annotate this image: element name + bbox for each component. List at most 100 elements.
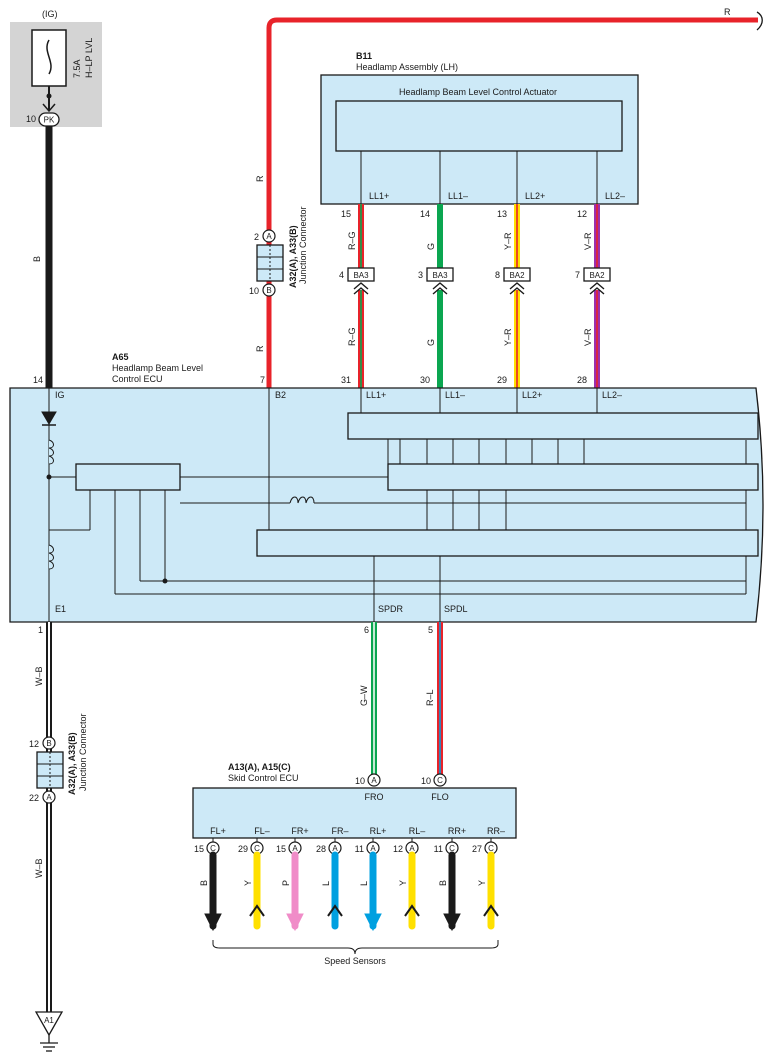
sensor-wire-color: Y — [243, 880, 253, 886]
a65-pin-ig: 14 — [33, 375, 43, 385]
fuse-pin: 10 — [26, 114, 36, 124]
b11-term-name: LL1– — [448, 191, 468, 201]
ba-connector-pin: 8 — [495, 270, 500, 280]
b11-term-name: LL2– — [605, 191, 625, 201]
skid-control-ecu: A13(A), A15(C) Skid Control ECU 10 A FRO… — [192, 762, 517, 839]
b11-term-name: LL1+ — [369, 191, 389, 201]
skid-term-name: RL+ — [370, 826, 387, 836]
b11-wire-color-upper: R–G — [347, 231, 357, 250]
skid-term-name: FL+ — [210, 826, 226, 836]
b11-terminals: LL1+15R–GR–GBA3431LL1–14GGBA3330LL2+13Y–… — [339, 151, 625, 388]
a65-id: A65 — [112, 352, 129, 362]
skid-pin: 15 — [276, 844, 286, 854]
red-power-wire: R — [266, 7, 763, 388]
b11-wire-color-lower: G — [426, 339, 436, 346]
jc-top-wire-above: R — [255, 175, 265, 182]
sensor-wire-color: L — [321, 881, 331, 886]
a65-name2: Control ECU — [112, 374, 163, 384]
b11-wire-color-lower: Y–R — [503, 328, 513, 346]
chevron-up-icon — [249, 904, 265, 917]
connector-chevron-icon — [353, 282, 369, 295]
skid-top-pin-0: 10 — [355, 776, 365, 786]
ba-connector — [583, 267, 611, 282]
a65-term-spdr: SPDR — [378, 604, 404, 614]
skid-pin-letter: A — [409, 844, 415, 853]
b11-wire-color-upper: V–R — [583, 232, 593, 250]
fuse-name: H–LP LVL — [84, 38, 94, 78]
a65-pin-spdr: 6 — [364, 625, 369, 635]
jc-top-letter-b: B — [266, 286, 271, 295]
a65-ll-term: LL1– — [445, 390, 465, 400]
b11-term-pin: 15 — [341, 209, 351, 219]
sensor-wire-color: B — [199, 880, 209, 886]
ecu-internal-circuit — [41, 388, 759, 622]
speed-sensors-bracket: Speed Sensors — [212, 940, 499, 966]
jc-bottom-letter-a: B — [46, 739, 51, 748]
skid-term-name: FR+ — [291, 826, 308, 836]
b11-term-name: LL2+ — [525, 191, 545, 201]
b11-term-pin: 12 — [577, 209, 587, 219]
b11-id: B11 — [356, 51, 372, 61]
b11-wire-color-lower: R–G — [347, 327, 357, 346]
chevron-up-icon — [327, 904, 343, 917]
skid-pin-letter: A — [292, 844, 298, 853]
a65-ll-term: LL2– — [602, 390, 622, 400]
ground-icon: A1 — [34, 1011, 64, 1052]
skid-pin: 12 — [393, 844, 403, 854]
jc-bottom-pin-b: 22 — [29, 793, 39, 803]
a65-pin-b2: 7 — [260, 375, 265, 385]
spdl-wire-color: R–L — [425, 689, 435, 706]
skid-pin-letter: C — [449, 844, 455, 853]
speed-sensor-terminals: FL+C15BFL–C29YFR+A15PFR–A28LRL+A11LRL–A1… — [194, 826, 505, 932]
jc-top-pin-a: 2 — [254, 232, 259, 242]
a65-pin-spdl: 5 — [428, 625, 433, 635]
arrow-down-icon — [204, 913, 222, 932]
ba-connector — [347, 267, 375, 282]
jc-top-name: A32(A), A33(B) — [288, 225, 298, 288]
chevron-up-icon — [404, 904, 420, 917]
sensor-wire-color: B — [438, 880, 448, 886]
fuse-circuit-label: (IG) — [42, 9, 58, 19]
a65-ll-pin: 31 — [341, 375, 351, 385]
a65-ll-pin: 28 — [577, 375, 587, 385]
ba-connector-pin: 3 — [418, 270, 423, 280]
speed-sensors-label: Speed Sensors — [324, 956, 386, 966]
ba-connector-name: BA3 — [432, 271, 448, 280]
skid-id: A13(A), A15(C) — [228, 762, 291, 772]
top-wire-color: R — [724, 7, 731, 17]
skid-term-name: RR– — [487, 826, 505, 836]
sensor-wire-color: Y — [398, 880, 408, 886]
a65-term-b2: B2 — [275, 390, 286, 400]
e1-wire-color: W–B — [34, 666, 44, 686]
ba-connector — [426, 267, 454, 282]
skid-pin-letter: C — [488, 844, 494, 853]
chevron-up-icon — [483, 904, 499, 917]
skid-pin: 27 — [472, 844, 482, 854]
b11-term-pin: 14 — [420, 209, 430, 219]
connector-chevron-icon — [589, 282, 605, 295]
junction-connector-bottom: 12 B 22 A A32(A), A33(B) Junction Connec… — [29, 713, 88, 804]
b11-name: Headlamp Assembly (LH) — [356, 62, 458, 72]
ground-id: A1 — [44, 1016, 54, 1025]
a65-term-e1: E1 — [55, 604, 66, 614]
skid-top-letter-0: A — [371, 776, 377, 785]
b11-term-pin: 13 — [497, 209, 507, 219]
a65-ll-term: LL1+ — [366, 390, 386, 400]
connector-chevron-icon — [432, 282, 448, 295]
skid-pin: 28 — [316, 844, 326, 854]
connector-chevron-icon — [509, 282, 525, 295]
ig-wire-color: B — [32, 256, 42, 262]
b11-wire-color-lower: V–R — [583, 328, 593, 346]
a65-term-ig: IG — [55, 390, 65, 400]
ba-connector — [503, 267, 531, 282]
skid-pin-letter: C — [210, 844, 216, 853]
sensor-wire-color: L — [359, 881, 369, 886]
spdr-wire-color: G–W — [359, 685, 369, 706]
a65-name: Headlamp Beam Level — [112, 363, 203, 373]
ba-connector-pin: 4 — [339, 270, 344, 280]
arrow-down-icon — [364, 913, 382, 932]
sensor-wire-color: P — [281, 880, 291, 886]
ba-connector-name: BA2 — [589, 271, 605, 280]
skid-term-name: RR+ — [448, 826, 466, 836]
